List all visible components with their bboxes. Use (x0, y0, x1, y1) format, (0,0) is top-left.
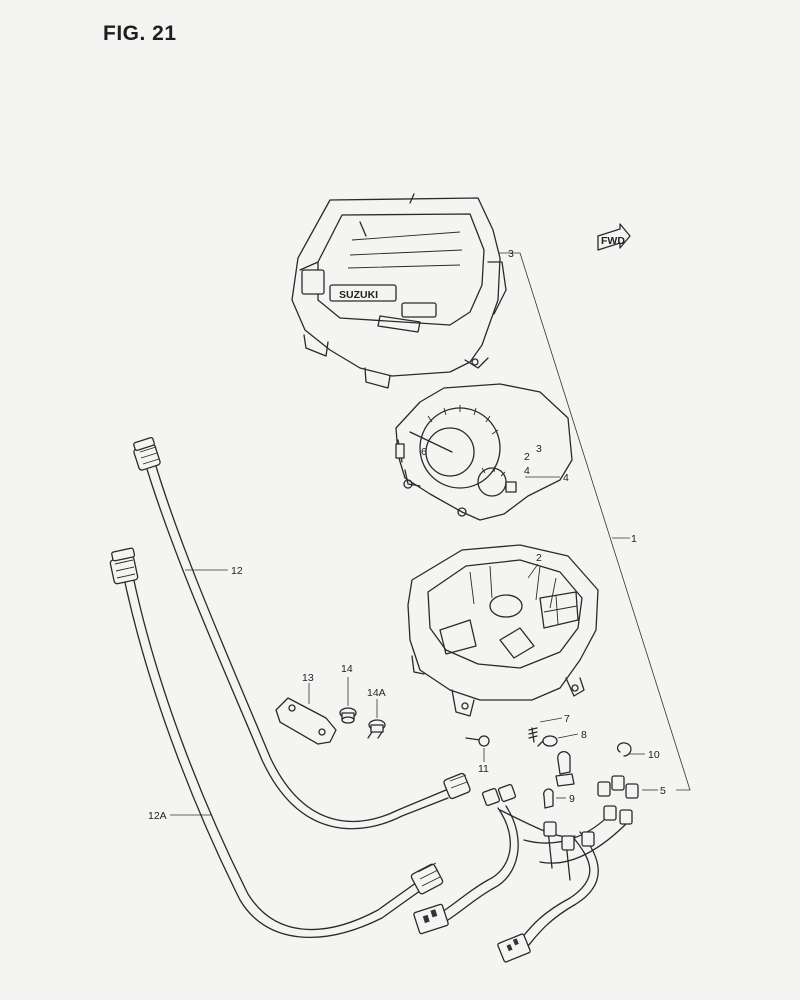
scale-digit-3: 3 (536, 443, 542, 455)
callout-8: 8 (581, 729, 587, 741)
screw-11 (465, 735, 490, 747)
clip-8 (537, 735, 558, 747)
cable-12-upper-end-fitting (133, 436, 161, 471)
leader-lines (170, 252, 691, 816)
callout-13: 13 (302, 672, 314, 684)
screw-7 (528, 727, 538, 743)
scale-digit-2: 2 (524, 451, 530, 463)
harness-connector-right (497, 933, 531, 963)
lower-meter-case (407, 544, 599, 717)
bulb-9 (543, 750, 575, 809)
callout-12: 12 (231, 565, 243, 577)
cable-12-lower-end-fitting (443, 772, 471, 800)
callout-9: 9 (569, 793, 575, 805)
scale-digit-4: 4 (524, 465, 530, 477)
screw-14a (367, 719, 386, 739)
cable-12 (133, 436, 471, 830)
screw-14 (339, 707, 357, 724)
callout-14: 14 (341, 663, 353, 675)
callout-1: 1 (631, 533, 637, 545)
callout-5: 5 (660, 785, 666, 797)
suzuki-logo-marking: SUZUKI (339, 289, 378, 301)
cable-12a-upper-end-fitting (109, 547, 139, 585)
callout-14a: 14A (367, 687, 386, 699)
tach-six-marking: 6 (421, 446, 427, 458)
meter-dial-panel: 6 2 3 4 (395, 383, 573, 521)
cable-12a (109, 547, 444, 939)
callout-3: 3 (508, 248, 514, 260)
bulb-socket (481, 775, 639, 851)
callout-4: 4 (563, 472, 569, 484)
cable-12a-lower-end-fitting (410, 862, 444, 895)
harness-connector-left (413, 903, 449, 935)
callout-10: 10 (648, 749, 660, 761)
meter-case-bezel: SUZUKI (291, 193, 507, 389)
callout-11: 11 (478, 763, 489, 775)
forward-direction-arrow-icon: FWD (597, 223, 631, 251)
wiring-harness-5 (413, 775, 639, 963)
part-callouts: 3 1 4 2 12 12A 13 14 14A 11 7 8 9 10 5 (148, 248, 666, 822)
figure-title: FIG. 21 (103, 22, 177, 45)
callout-7: 7 (564, 713, 570, 725)
fwd-label: FWD (601, 235, 625, 247)
callout-2: 2 (536, 552, 542, 564)
callout-12a: 12A (148, 810, 167, 822)
bracket-plate-13 (275, 697, 337, 745)
